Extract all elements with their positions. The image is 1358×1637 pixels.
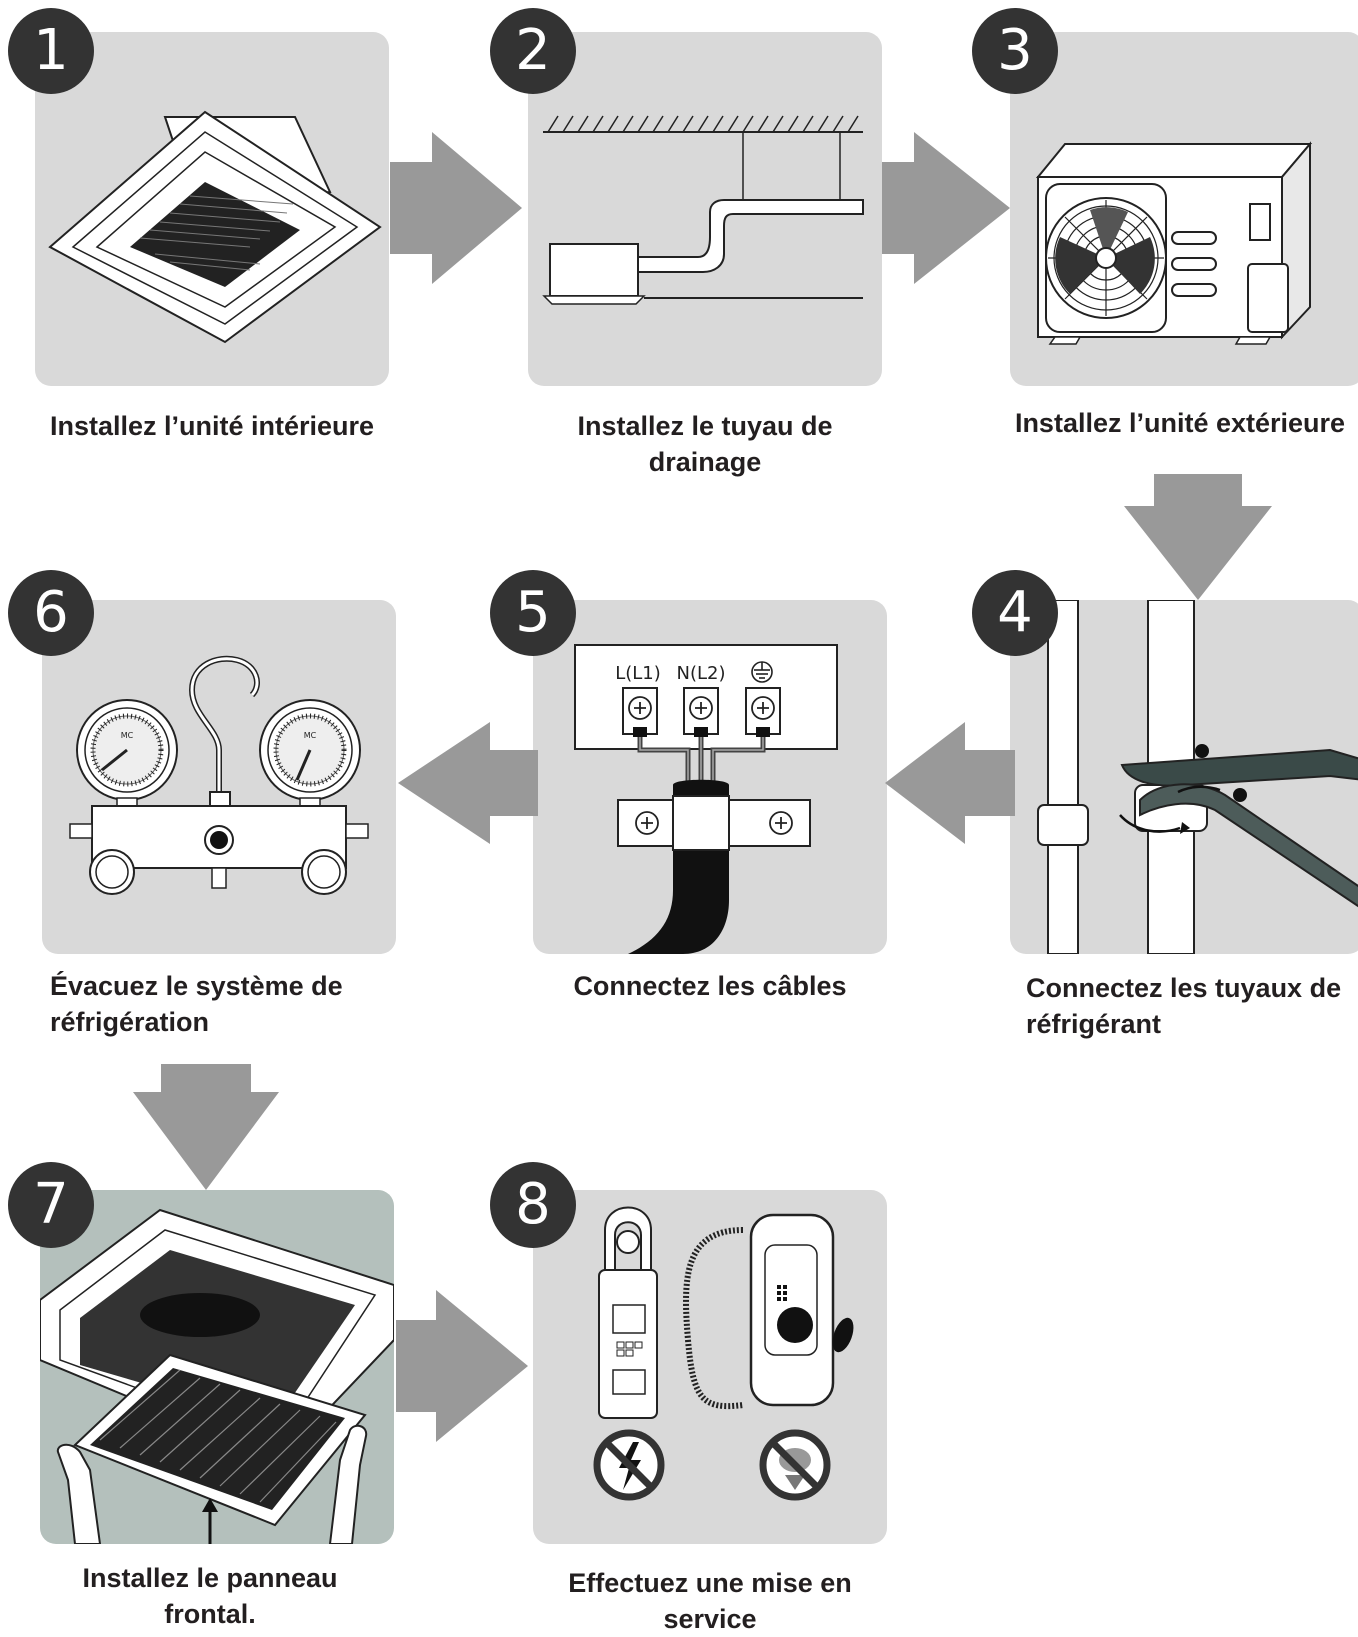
gauge-label-left: MC <box>121 731 134 740</box>
low-pressure-gauge: MC <box>76 699 178 809</box>
step-7-badge: 7 <box>8 1162 94 1248</box>
step-4-badge: 4 <box>972 570 1058 656</box>
arrow-down-6-to-7-icon <box>133 1064 279 1190</box>
cassette-indoor-unit-illustration <box>48 110 382 344</box>
step-8-panel <box>533 1190 887 1544</box>
step-3-badge: 3 <box>972 8 1058 94</box>
step-1-badge: 1 <box>8 8 94 94</box>
no-electric-shock-icon <box>593 1429 665 1501</box>
front-panel-installation-illustration <box>40 1208 394 1544</box>
step-5-panel: L(L1) N(L2) <box>533 600 887 954</box>
step-8-caption: Effectuez une mise en service <box>568 1568 852 1634</box>
step-1-caption: Installez l’unité intérieure <box>49 411 375 441</box>
arrow-right-1-to-2-icon <box>390 132 522 284</box>
outdoor-unit-illustration <box>1035 141 1313 345</box>
step-4-panel <box>1010 600 1358 954</box>
high-pressure-gauge: MC <box>259 699 361 809</box>
terminal-l1-label: L(L1) <box>615 663 661 684</box>
step-4-caption: Connectez les tuyaux de réfrigérant <box>1026 973 1342 1039</box>
step-7-caption: Installez le panneau frontal. <box>82 1563 338 1629</box>
step-5-caption: Connectez les câbles <box>573 971 847 1001</box>
ground-symbol-icon <box>751 661 773 683</box>
step-6-badge: 6 <box>8 570 94 656</box>
wrench-pipe-connection-illustration <box>1037 600 1358 954</box>
step-5-badge: 5 <box>490 570 576 656</box>
arrow-left-5-to-6-icon <box>398 722 538 844</box>
cable-wiring-illustration: L(L1) N(L2) <box>574 644 838 954</box>
manifold-gauge-illustration: MC MC <box>69 655 369 895</box>
step-2-panel <box>528 32 882 386</box>
leak-detector-icon <box>683 1213 854 1410</box>
clamp-meter-icon <box>598 1206 658 1419</box>
arrow-right-7-to-8-icon <box>396 1290 528 1442</box>
terminal-block <box>622 687 781 737</box>
step-6-caption: Évacuez le système de réfrigération <box>50 971 343 1037</box>
step-3-panel <box>1010 32 1358 386</box>
gauge-label-right: MC <box>304 731 317 740</box>
step-3-caption: Installez l’unité extérieure <box>1014 408 1346 438</box>
arrow-right-2-to-3-icon <box>882 132 1010 284</box>
step-6-panel: MC MC <box>42 600 396 954</box>
arrow-down-3-to-4-icon <box>1124 474 1272 600</box>
arrow-left-4-to-5-icon <box>885 722 1015 844</box>
commissioning-tools-illustration <box>593 1206 854 1501</box>
step-2-badge: 2 <box>490 8 576 94</box>
no-gas-leak-icon <box>759 1429 831 1501</box>
terminal-n2-label: N(L2) <box>677 663 726 684</box>
step-7-panel <box>40 1190 394 1544</box>
step-8-badge: 8 <box>490 1162 576 1248</box>
step-1-panel <box>35 32 389 386</box>
step-2-caption: Installez le tuyau de drainage <box>577 411 833 477</box>
drain-pipe-illustration <box>542 115 864 305</box>
